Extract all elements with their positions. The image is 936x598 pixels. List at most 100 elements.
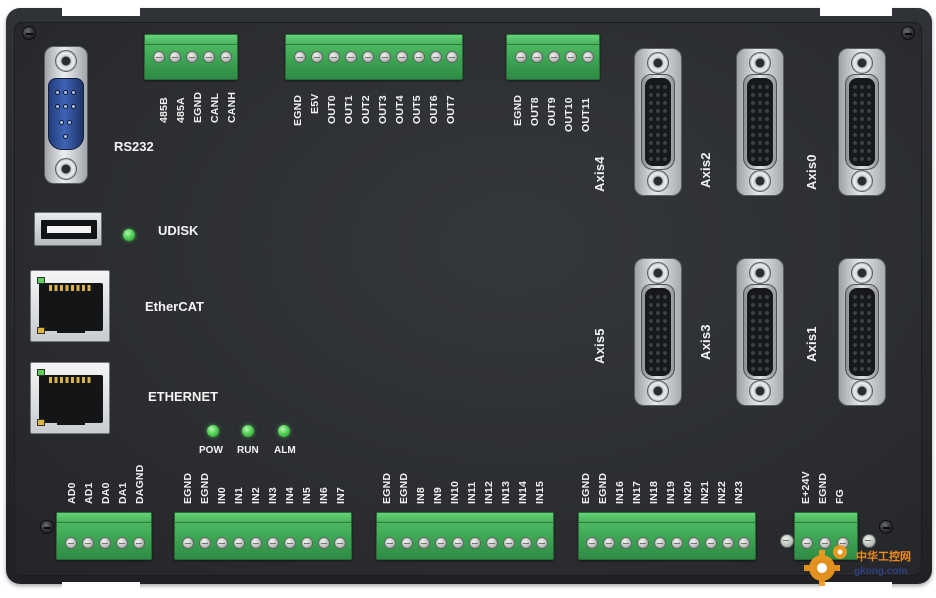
alm-label: ALM bbox=[274, 445, 296, 456]
gear-logo-icon bbox=[804, 545, 847, 586]
terminal-label: EGND bbox=[199, 472, 211, 504]
terminal-label: IN8 bbox=[415, 487, 427, 504]
terminal-label: EGND bbox=[597, 472, 609, 504]
terminal-label: EGND bbox=[381, 472, 393, 504]
housing-notch-top-right bbox=[820, 0, 892, 16]
terminal-label: 485B bbox=[158, 97, 170, 123]
pow-label: POW bbox=[199, 445, 223, 456]
axis1-connector[interactable] bbox=[838, 258, 886, 406]
terminal-block-analog[interactable] bbox=[56, 512, 152, 560]
terminal-label: IN9 bbox=[432, 487, 444, 504]
axis0-label: Axis0 bbox=[804, 154, 819, 190]
terminal-label: AD1 bbox=[83, 482, 95, 504]
watermark-cn: 中华工控网 bbox=[856, 551, 911, 563]
terminal-label: OUT8 bbox=[529, 97, 541, 126]
terminal-label: EGND bbox=[182, 472, 194, 504]
terminal-label: FG bbox=[834, 489, 846, 504]
terminal-label: OUT9 bbox=[546, 97, 558, 126]
terminal-label: EGND bbox=[580, 472, 592, 504]
axis3-label: Axis3 bbox=[698, 324, 713, 360]
terminal-label: OUT3 bbox=[377, 95, 389, 124]
terminal-block-can485[interactable] bbox=[144, 34, 238, 80]
terminal-label: OUT10 bbox=[563, 97, 575, 132]
terminal-label: OUT7 bbox=[445, 95, 457, 124]
terminal-label: DA1 bbox=[117, 482, 129, 504]
terminal-label: IN21 bbox=[699, 481, 711, 504]
watermark-site: gkong.com bbox=[854, 566, 908, 577]
screw-icon bbox=[40, 520, 54, 534]
terminal-label: IN12 bbox=[483, 481, 495, 504]
screw-icon bbox=[879, 520, 893, 534]
terminal-label: IN7 bbox=[335, 487, 347, 504]
terminal-label: IN1 bbox=[233, 487, 245, 504]
terminal-label: IN3 bbox=[267, 487, 279, 504]
terminal-label: IN5 bbox=[301, 487, 313, 504]
terminal-label: IN0 bbox=[216, 487, 228, 504]
screw-icon bbox=[901, 26, 915, 40]
terminal-label: OUT5 bbox=[411, 95, 423, 124]
led-icon bbox=[278, 425, 290, 437]
housing-notch-bottom-left bbox=[62, 582, 140, 598]
terminal-label: IN4 bbox=[284, 487, 296, 504]
terminal-block-in16-23[interactable] bbox=[578, 512, 756, 560]
terminal-label: IN14 bbox=[517, 481, 529, 504]
terminal-label: CANL bbox=[209, 93, 221, 123]
axis2-connector[interactable] bbox=[736, 48, 784, 196]
terminal-label: IN15 bbox=[534, 481, 546, 504]
terminal-label: OUT2 bbox=[360, 95, 372, 124]
terminal-label: IN10 bbox=[449, 481, 461, 504]
terminal-label: DA0 bbox=[100, 482, 112, 504]
terminal-label: CANH bbox=[226, 91, 238, 123]
terminal-label: OUT1 bbox=[343, 95, 355, 124]
axis5-connector[interactable] bbox=[634, 258, 682, 406]
ethercat-label: EtherCAT bbox=[145, 299, 204, 314]
terminal-label: EGND bbox=[817, 472, 829, 504]
ethernet-label: ETHERNET bbox=[148, 389, 219, 404]
axis4-label: Axis4 bbox=[592, 156, 607, 192]
led-icon bbox=[207, 425, 219, 437]
terminal-label: EGND bbox=[192, 91, 204, 123]
rs232-label: RS232 bbox=[114, 139, 154, 154]
housing-notch-top-left bbox=[62, 0, 140, 16]
terminal-label: IN23 bbox=[733, 481, 745, 504]
terminal-label: EGND bbox=[398, 472, 410, 504]
axis5-label: Axis5 bbox=[592, 328, 607, 364]
terminal-block-power[interactable] bbox=[794, 512, 858, 560]
udisk-label: UDISK bbox=[158, 223, 199, 238]
terminal-label: IN22 bbox=[716, 481, 728, 504]
screw-icon bbox=[862, 534, 876, 548]
axis4-connector[interactable] bbox=[634, 48, 682, 196]
axis3-connector[interactable] bbox=[736, 258, 784, 406]
rs232-port[interactable] bbox=[44, 46, 88, 184]
terminal-label: IN16 bbox=[614, 481, 626, 504]
led-icon bbox=[242, 425, 254, 437]
terminal-block-out0-7[interactable] bbox=[285, 34, 463, 80]
terminal-label: OUT0 bbox=[326, 95, 338, 124]
terminal-label: OUT6 bbox=[428, 95, 440, 124]
housing-notch-bottom-right bbox=[820, 582, 892, 598]
axis0-connector[interactable] bbox=[838, 48, 886, 196]
terminal-label: IN6 bbox=[318, 487, 330, 504]
terminal-block-in0-7[interactable] bbox=[174, 512, 352, 560]
terminal-label: 485A bbox=[175, 97, 187, 123]
terminal-label: OUT11 bbox=[580, 97, 592, 132]
terminal-label: IN18 bbox=[648, 481, 660, 504]
terminal-label: EGND bbox=[292, 94, 304, 126]
usb-port[interactable] bbox=[34, 212, 102, 246]
terminal-label: E5V bbox=[309, 93, 321, 114]
run-label: RUN bbox=[237, 445, 259, 456]
terminal-block-out8-11[interactable] bbox=[506, 34, 600, 80]
axis2-label: Axis2 bbox=[698, 152, 713, 188]
terminal-label: IN20 bbox=[682, 481, 694, 504]
terminal-label: IN2 bbox=[250, 487, 262, 504]
terminal-label: E+24V bbox=[800, 471, 812, 504]
ethercat-port[interactable] bbox=[30, 270, 110, 342]
terminal-block-in8-15[interactable] bbox=[376, 512, 554, 560]
led-icon bbox=[123, 229, 135, 241]
terminal-label: EGND bbox=[512, 94, 524, 126]
terminal-label: IN19 bbox=[665, 481, 677, 504]
screw-icon bbox=[22, 26, 36, 40]
ethernet-port[interactable] bbox=[30, 362, 110, 434]
terminal-label: IN11 bbox=[466, 481, 478, 504]
terminal-label: IN17 bbox=[631, 481, 643, 504]
